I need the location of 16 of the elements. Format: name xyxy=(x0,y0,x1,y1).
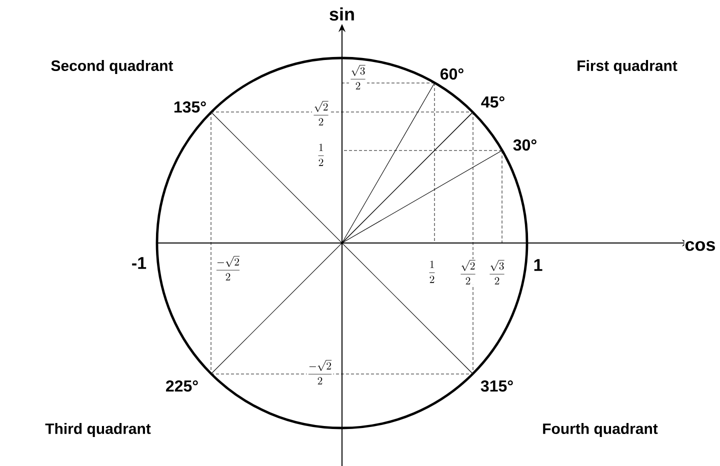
axis-label: cos xyxy=(684,240,716,252)
value-label: $\frac{1}{2}$ xyxy=(428,260,436,284)
value-label: $\frac{-\sqrt{2}}{2}$ xyxy=(214,255,242,281)
quadrant-label: Third quadrant xyxy=(44,422,152,438)
value-label: $\frac{\sqrt{2}}{2}$ xyxy=(459,259,477,285)
axis-label: sin xyxy=(328,6,356,22)
value-label: $\frac{-\sqrt{2}}{2}$ xyxy=(306,359,334,385)
value-label: $\frac{\sqrt{3}}{2}$ xyxy=(488,259,506,285)
value-label: $\frac{1}{2}$ xyxy=(316,144,326,166)
quadrant-label: Second quadrant xyxy=(50,60,174,74)
value-label: $\frac{\sqrt{2}}{2}$ xyxy=(312,100,330,126)
quadrant-label: Fourth quadrant xyxy=(542,422,658,438)
axis-value-label: -1 xyxy=(130,256,148,270)
axis-value-label: 1 xyxy=(532,258,544,272)
value-label: $\frac{\sqrt{3}}{2}$ xyxy=(349,64,367,90)
quadrant-label: First quadrant xyxy=(576,60,678,74)
